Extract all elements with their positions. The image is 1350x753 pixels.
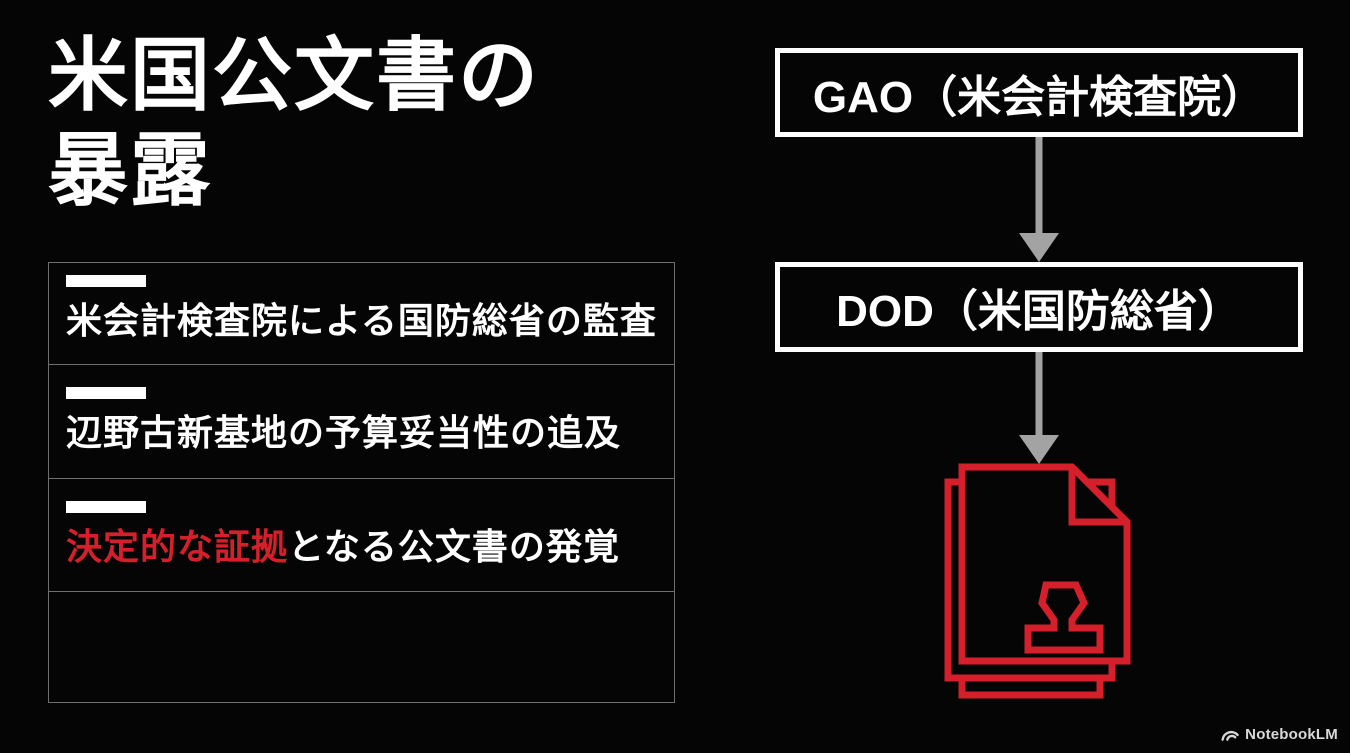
watermark-label: NotebookLM [1245,726,1338,743]
arrow-down-icon [1019,352,1059,464]
arrow-stem [1035,137,1043,234]
watermark: NotebookLM [1221,726,1338,743]
list-item-text-white: となる公文書の発覚 [288,526,620,567]
arrow-stem [1035,352,1043,436]
list-item-text: 米会計検査院による国防総省の監査 [66,299,674,343]
stamp-icon [1024,581,1104,654]
list-item-accent-bar [66,501,146,513]
list-item: 決定的な証拠となる公文書の発覚 [48,478,675,592]
list-item-text-white: 辺野古新基地の予算妥当性の追及 [66,412,622,453]
flow-node-gao-label: GAO（米会計検査院） [812,72,1266,122]
stamped-document-icon [944,463,1131,699]
list-item-text: 決定的な証拠となる公文書の発覚 [66,525,674,569]
flow-node-gao: GAO（米会計検査院） [775,48,1303,137]
list-item-accent-bar [66,387,146,399]
flow-node-dod-label: DOD（米国防総省） [836,287,1242,336]
flow-node-dod: DOD（米国防総省） [775,262,1303,352]
list-item-text: 辺野古新基地の予算妥当性の追及 [66,411,674,455]
document-front-page [958,463,1131,665]
arrow-head [1019,435,1059,464]
list-item-accent-bar [66,275,146,287]
list-item: 辺野古新基地の予算妥当性の追及 [48,364,675,479]
slide-title: 米国公文書の 暴露 [48,31,540,215]
list-item-text-red: 決定的な証拠 [66,526,289,567]
document-fold-corner [1068,467,1127,526]
list-item: 米会計検査院による国防総省の監査 [48,262,675,365]
notebooklm-logo-icon [1221,730,1239,741]
list-item-empty [48,591,675,703]
arrow-head [1019,233,1059,262]
arrow-down-icon [1019,137,1059,262]
key-points-list: 米会計検査院による国防総省の監査 辺野古新基地の予算妥当性の追及 決定的な証拠と… [48,262,675,703]
list-item-text-white: 米会計検査院による国防総省の監査 [66,300,657,341]
